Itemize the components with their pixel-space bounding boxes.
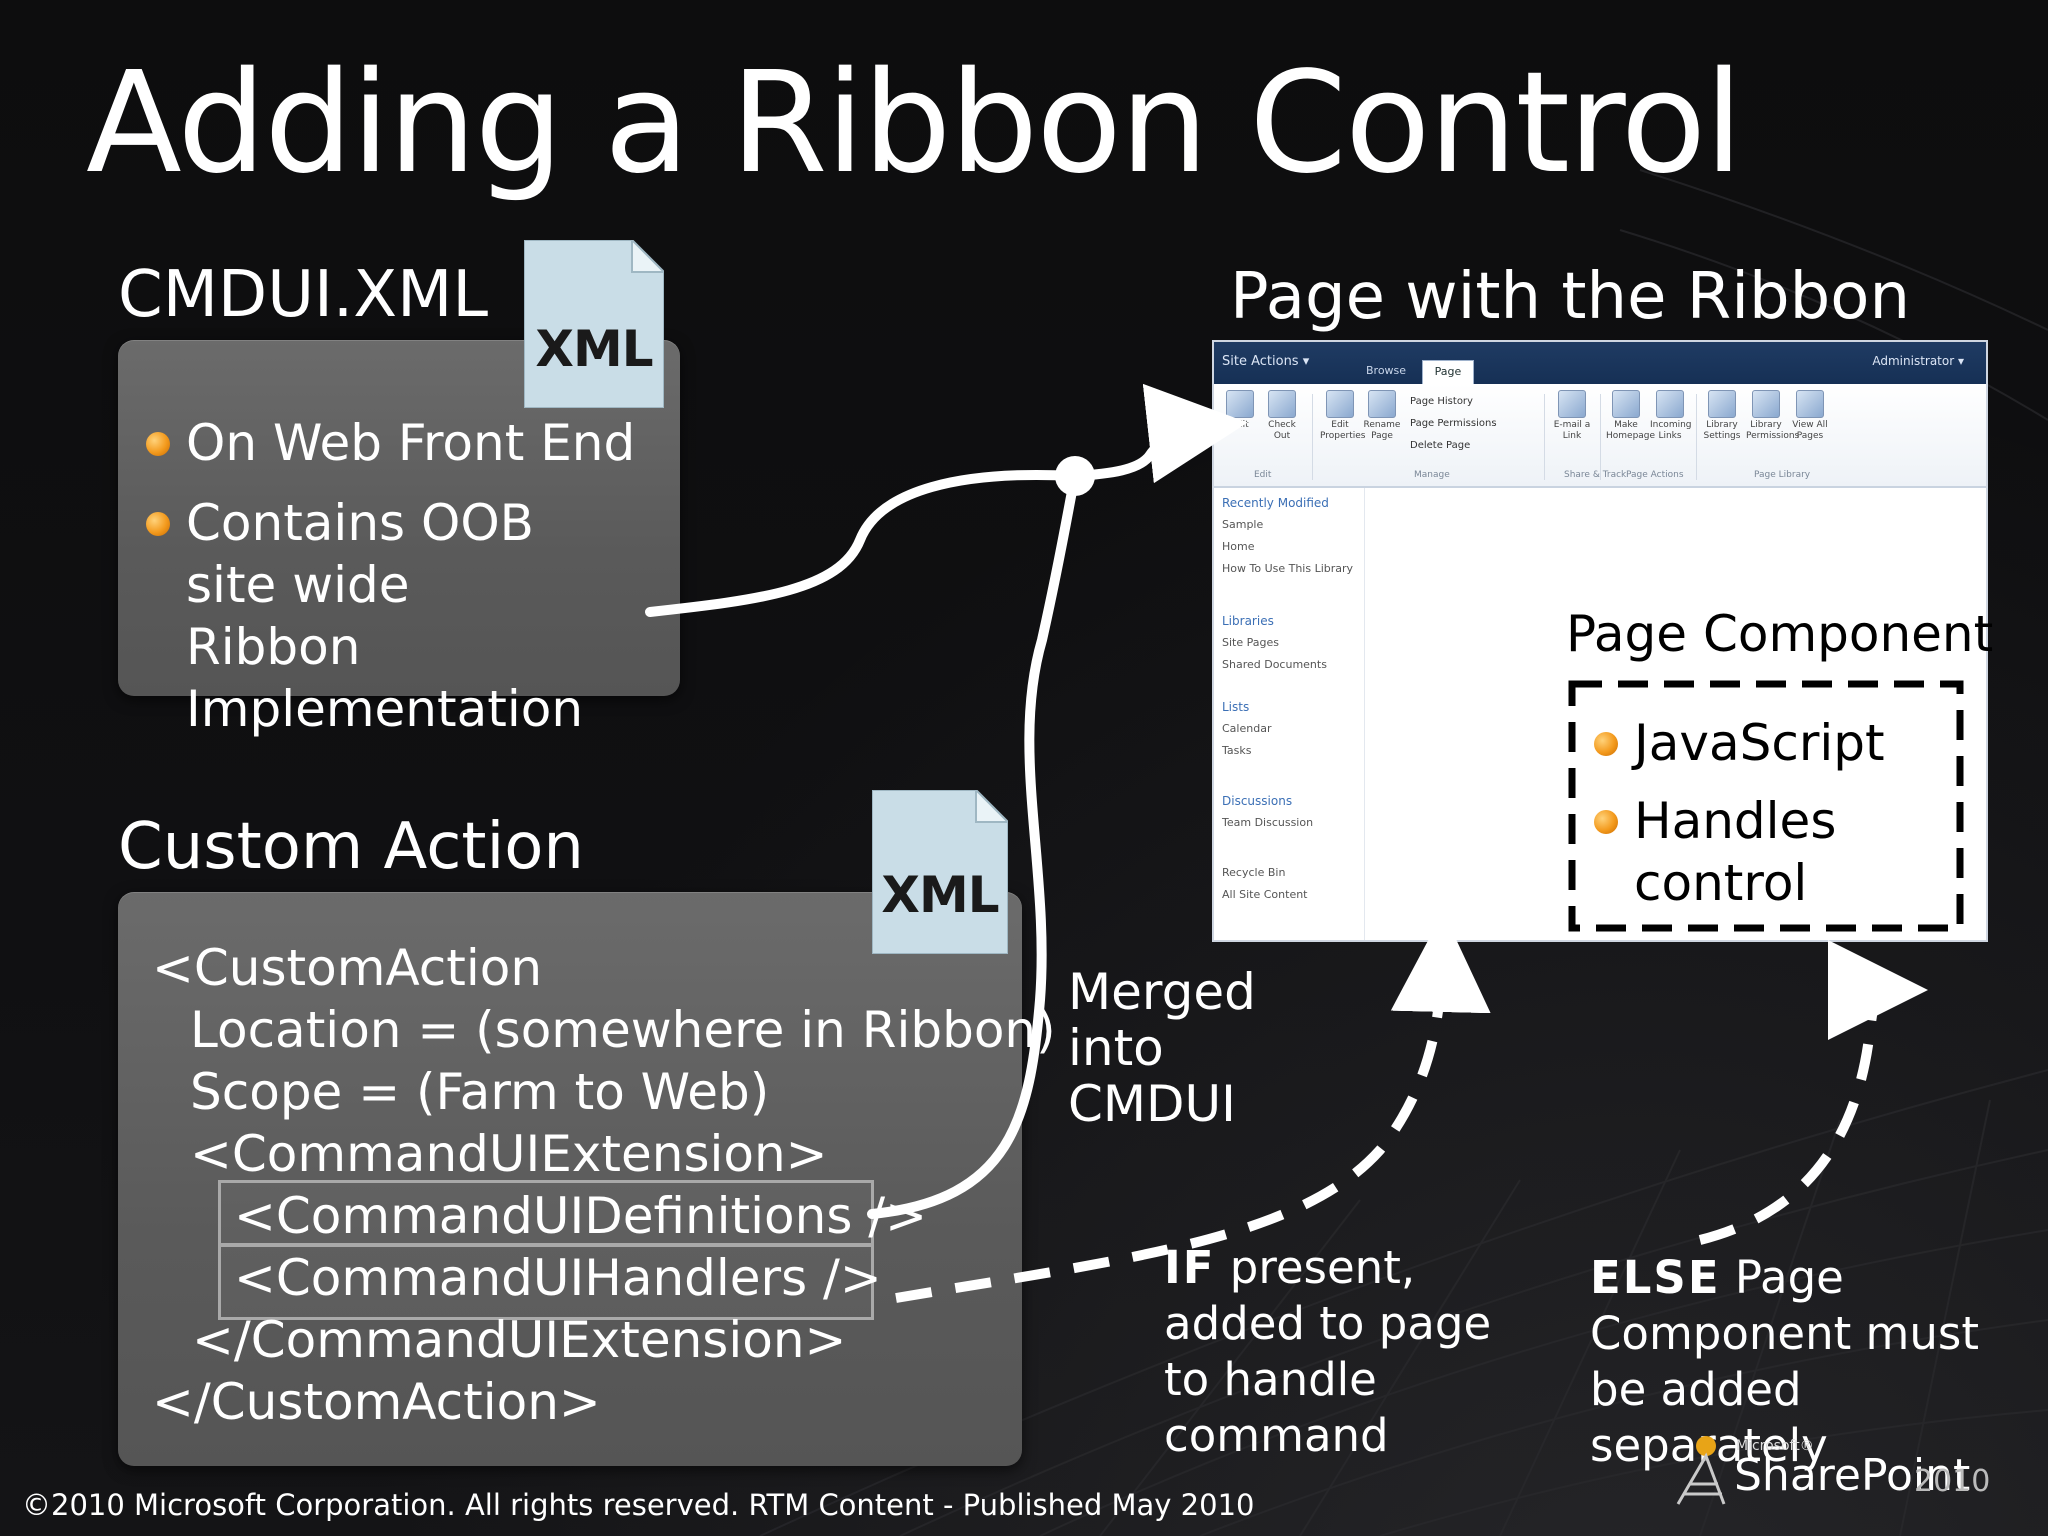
else-keyword: ELSE	[1590, 1251, 1721, 1304]
settings-icon	[1708, 390, 1736, 418]
page-component-dashed-box	[1568, 680, 1964, 932]
code-line-scope: Scope = (Farm to Web)	[190, 1063, 770, 1121]
ribbon-separator	[1312, 394, 1313, 480]
delete-page-button[interactable]: Delete Page	[1410, 440, 1471, 451]
group-label-page-actions: Page Actions	[1626, 470, 1684, 480]
nav-item[interactable]: Shared Documents	[1222, 658, 1327, 671]
if-present-note: IF present, added to page to handle comm…	[1164, 1241, 1492, 1462]
bullet-icon	[1594, 810, 1618, 834]
nav-lists[interactable]: Lists	[1222, 700, 1250, 714]
ribbon-separator	[1696, 394, 1697, 480]
nav-recycle-bin[interactable]: Recycle Bin	[1222, 866, 1286, 879]
page-ribbon-heading: Page with the Ribbon	[1230, 260, 1910, 334]
page-component-heading: Page Component	[1566, 605, 1994, 663]
bullet-icon	[146, 512, 170, 536]
tab-page[interactable]: Page	[1422, 360, 1474, 387]
nav-all-site-content[interactable]: All Site Content	[1222, 888, 1308, 901]
command-ui-handlers-box	[218, 1244, 874, 1320]
ribbon-page-screenshot: Site Actions ▾ Browse Page Administrator…	[1212, 340, 1988, 942]
bullet-icon	[146, 432, 170, 456]
nav-recently-modified[interactable]: Recently Modified	[1222, 496, 1329, 510]
code-line-commanduidefinitions: <CommandUIDefinitions />	[234, 1187, 928, 1245]
sharepoint-logo: Microsoft® SharePoint 2010	[1668, 1428, 2008, 1508]
else-page-component-note: ELSE Page Component must be added separa…	[1590, 1251, 1980, 1472]
if-keyword: IF	[1164, 1241, 1216, 1294]
slide-title: Adding a Ribbon Control	[86, 42, 1743, 205]
nav-item[interactable]: Home	[1222, 540, 1255, 553]
nav-item[interactable]: Tasks	[1222, 744, 1252, 757]
ribbon-email-link-button[interactable]: E-mail a Link	[1552, 390, 1592, 442]
cmdui-bullet-1: On Web Front End	[146, 412, 666, 474]
nav-discussions[interactable]: Discussions	[1222, 794, 1293, 808]
code-line-customaction-close: </CustomAction>	[152, 1373, 601, 1431]
quick-launch-nav: Recently Modified Sample Home How To Use…	[1214, 488, 1365, 940]
homepage-icon	[1612, 390, 1640, 418]
links-icon	[1656, 390, 1684, 418]
edit-icon	[1226, 390, 1254, 418]
page-history-button[interactable]: Page History	[1410, 396, 1473, 407]
ribbon-separator	[1544, 394, 1545, 480]
group-label-manage: Manage	[1414, 470, 1450, 480]
properties-icon	[1326, 390, 1354, 418]
ribbon-make-homepage-button[interactable]: Make Homepage	[1606, 390, 1655, 442]
nav-item[interactable]: Site Pages	[1222, 636, 1279, 649]
cmdui-bullet-2: Contains OOB site wide Ribbon Implementa…	[146, 492, 583, 740]
ribbon-rename-page-button[interactable]: Rename Page	[1362, 390, 1402, 442]
tab-browse[interactable]: Browse	[1366, 364, 1407, 377]
page-permissions-button[interactable]: Page Permissions	[1410, 418, 1497, 429]
cmdui-heading: CMDUI.XML	[118, 258, 488, 332]
ribbon-check-out-button[interactable]: Check Out	[1262, 390, 1302, 442]
email-icon	[1558, 390, 1586, 418]
custom-action-xml-label: XML	[881, 866, 999, 924]
custom-action-heading: Custom Action	[118, 810, 584, 884]
sharepoint-logo-icon	[1676, 1436, 1726, 1505]
bullet-icon	[1594, 732, 1618, 756]
ribbon-library-settings-button[interactable]: Library Settings	[1702, 390, 1742, 442]
nav-item[interactable]: Sample	[1222, 518, 1264, 531]
merged-into-cmdui-label: Merged into CMDUI	[1068, 963, 1256, 1133]
ribbon-edit-button[interactable]: Edit	[1220, 390, 1260, 431]
code-line-commanduiextension-close: </CommandUIExtension>	[192, 1311, 847, 1369]
ribbon-top-bar: Site Actions ▾ Browse Page Administrator…	[1214, 342, 1986, 387]
ribbon-library-permissions-button[interactable]: Library Permissions	[1746, 390, 1799, 442]
permissions-icon	[1752, 390, 1780, 418]
ribbon-edit-properties-button[interactable]: Edit Properties	[1320, 390, 1365, 442]
ribbon-view-all-pages-button[interactable]: View All Pages	[1790, 390, 1830, 442]
nav-item[interactable]: Team Discussion	[1222, 816, 1314, 829]
nav-item[interactable]: How To Use This Library	[1222, 562, 1354, 575]
group-label-share-track: Share & Track	[1564, 470, 1627, 480]
group-label-page-library: Page Library	[1754, 470, 1811, 480]
nav-libraries[interactable]: Libraries	[1222, 614, 1274, 628]
ribbon-incoming-links-button[interactable]: Incoming Links	[1650, 390, 1692, 442]
code-line-location: Location = (somewhere in Ribbon)	[190, 1001, 1056, 1059]
view-pages-icon	[1796, 390, 1824, 418]
rename-icon	[1368, 390, 1396, 418]
code-line-commanduiextension-open: <CommandUIExtension>	[190, 1125, 828, 1183]
user-menu[interactable]: Administrator ▾	[1872, 354, 1964, 368]
page-component-bullet-2: Handles control	[1594, 790, 1854, 914]
cmdui-xml-file-icon: XML	[523, 237, 667, 409]
cmdui-xml-label: XML	[535, 320, 653, 378]
code-line-customaction-open: <CustomAction	[152, 939, 543, 997]
code-line-commanduihandlers: <CommandUIHandlers />	[234, 1249, 882, 1307]
nav-item[interactable]: Calendar	[1222, 722, 1272, 735]
custom-action-xml-file-icon: XML	[871, 787, 1011, 955]
copyright-footer: ©2010 Microsoft Corporation. All rights …	[22, 1488, 1255, 1522]
site-actions-menu[interactable]: Site Actions ▾	[1222, 354, 1310, 369]
group-label-edit: Edit	[1254, 470, 1272, 480]
ribbon-separator	[1600, 394, 1601, 480]
ribbon-toolbar: Edit Check Out Edit Properties Rename Pa…	[1214, 384, 1986, 488]
page-component-bullet-1: JavaScript	[1594, 712, 1885, 774]
check-out-icon	[1268, 390, 1296, 418]
